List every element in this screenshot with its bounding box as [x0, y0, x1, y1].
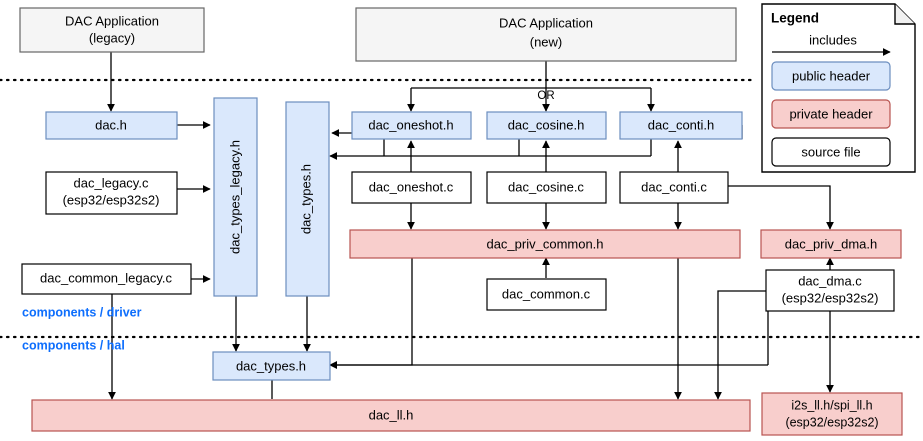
node-dac-conti-c-label: dac_conti.c	[641, 179, 707, 194]
node-dac-dma-c-line1: dac_dma.c	[798, 273, 862, 288]
node-app-new-line1: DAC Application	[499, 15, 593, 30]
node-dac-types-h-driver[interactable]: dac_types.h	[285, 101, 330, 297]
legend-item-private-header: private header	[771, 99, 891, 129]
legend-source-file-label: source file	[801, 144, 860, 159]
zone-label-hal: components / hal	[22, 338, 125, 352]
node-dac-common-c[interactable]: dac_common.c	[486, 278, 607, 311]
node-i2s-ll-spi-ll-line2: (esp32/esp32s2)	[785, 415, 878, 429]
connector-conti-c-to-priv-dma	[728, 185, 834, 230]
node-dac-legacy-c-line2: (esp32/esp32s2)	[63, 192, 160, 207]
legend-title: Legend	[771, 11, 819, 26]
legend-fold-corner-icon	[894, 4, 915, 25]
node-dac-types-h-hal[interactable]: dac_types.h	[212, 351, 331, 381]
node-dac-priv-common-h[interactable]: dac_priv_common.h	[349, 229, 741, 259]
node-dac-legacy-c[interactable]: dac_legacy.c (esp32/esp32s2)	[45, 171, 178, 215]
or-label: OR	[537, 90, 554, 102]
node-dac-ll-h[interactable]: dac_ll.h	[31, 399, 751, 432]
legend-item-public-header: public header	[771, 61, 891, 91]
legend-item-source-file: source file	[771, 137, 891, 167]
node-app-legacy-line2: (legacy)	[89, 30, 135, 45]
connector-group	[107, 52, 834, 400]
node-app-legacy[interactable]: DAC Application (legacy)	[19, 7, 205, 53]
node-dac-cosine-h-label: dac_cosine.h	[508, 117, 585, 132]
legend-public-header-label: public header	[792, 68, 871, 83]
legend-panel: Legend includes public header private he…	[761, 3, 916, 173]
node-app-new[interactable]: DAC Application (new)	[355, 7, 737, 62]
zone-label-driver: components / driver	[22, 305, 142, 319]
node-dac-common-legacy-c[interactable]: dac_common_legacy.c	[21, 263, 192, 295]
node-app-new-line2: (new)	[530, 34, 563, 49]
node-dac-cosine-c[interactable]: dac_cosine.c	[486, 171, 607, 204]
node-dac-dma-c-line2: (esp32/esp32s2)	[782, 290, 879, 305]
node-dac-common-c-label: dac_common.c	[502, 286, 591, 301]
node-dac-types-h-driver-label: dac_types.h	[298, 164, 313, 234]
connector-dma-c-to-dac-ll	[714, 290, 768, 400]
node-dac-types-legacy-h-label: dac_types_legacy.h	[227, 140, 242, 254]
node-dac-conti-h-label: dac_conti.h	[648, 117, 715, 132]
node-dac-oneshot-h-label: dac_oneshot.h	[368, 117, 453, 132]
node-i2s-ll-spi-ll-line1: i2s_ll.h/spi_ll.h	[791, 398, 872, 412]
node-dac-legacy-c-line1: dac_legacy.c	[74, 175, 149, 190]
node-dac-oneshot-h[interactable]: dac_oneshot.h	[351, 111, 472, 140]
node-dac-cosine-c-label: dac_cosine.c	[508, 179, 584, 194]
node-dac-h-label: dac.h	[95, 117, 127, 132]
node-dac-oneshot-c[interactable]: dac_oneshot.c	[351, 171, 472, 204]
node-app-legacy-line1: DAC Application	[65, 13, 159, 28]
node-dac-dma-c[interactable]: dac_dma.c (esp32/esp32s2)	[765, 269, 895, 312]
legend-includes-label: includes	[809, 32, 857, 47]
node-dac-priv-dma-h-label: dac_priv_dma.h	[785, 236, 878, 251]
node-dac-ll-h-label: dac_ll.h	[369, 407, 414, 422]
node-dac-h[interactable]: dac.h	[45, 111, 178, 140]
node-dac-priv-dma-h[interactable]: dac_priv_dma.h	[760, 229, 902, 259]
node-dac-cosine-h[interactable]: dac_cosine.h	[486, 111, 607, 140]
node-dac-oneshot-c-label: dac_oneshot.c	[369, 179, 454, 194]
node-dac-conti-h[interactable]: dac_conti.h	[619, 111, 743, 140]
node-i2s-ll-spi-ll-h[interactable]: i2s_ll.h/spi_ll.h (esp32/esp32s2)	[761, 392, 903, 436]
node-dac-conti-c[interactable]: dac_conti.c	[619, 171, 729, 204]
node-dac-priv-common-h-label: dac_priv_common.h	[486, 236, 603, 251]
node-dac-types-legacy-h[interactable]: dac_types_legacy.h	[213, 97, 258, 297]
node-dac-common-legacy-c-label: dac_common_legacy.c	[40, 270, 172, 285]
node-dac-types-h-hal-label: dac_types.h	[236, 358, 306, 373]
legend-private-header-label: private header	[789, 106, 873, 121]
